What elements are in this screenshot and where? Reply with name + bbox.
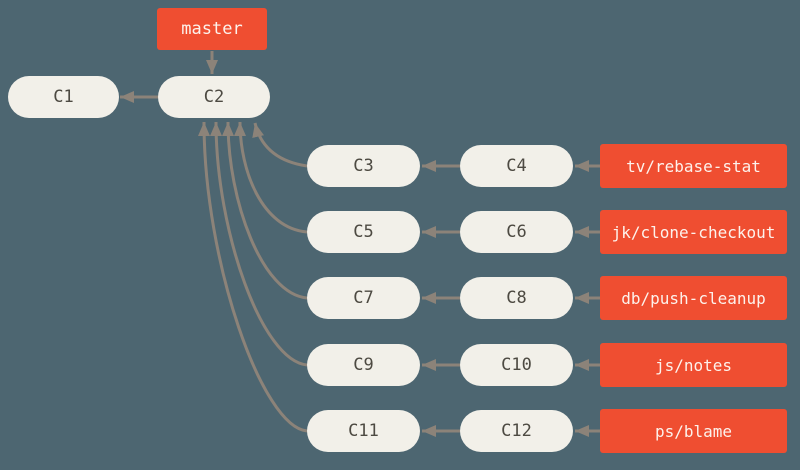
edge-c3-c2 (252, 122, 308, 168)
commit-node-c6: C6 (460, 211, 573, 253)
commit-node-c1: C1 (8, 76, 119, 118)
commit-node-c4: C4 (460, 145, 573, 187)
commit-node-c3: C3 (307, 145, 420, 187)
commit-node-c12: C12 (460, 410, 573, 452)
commit-node-c10: C10 (460, 344, 573, 386)
branch-label-master: master (157, 8, 267, 50)
commit-node-c5: C5 (307, 211, 420, 253)
commit-node-c9: C9 (307, 344, 420, 386)
branch-label-jk-clone-checkout: jk/clone-checkout (600, 210, 787, 254)
branch-label-db-push-cleanup: db/push-cleanup (600, 276, 787, 320)
edge-c11-c2 (198, 121, 308, 433)
commit-node-c8: C8 (460, 277, 573, 319)
commit-node-c11: C11 (307, 410, 420, 452)
branch-label-ps-blame: ps/blame (600, 409, 787, 453)
branch-label-tv-rebase-stat: tv/rebase-stat (600, 144, 787, 188)
commit-node-c2: C2 (158, 76, 270, 118)
commit-node-c7: C7 (307, 277, 420, 319)
branch-label-js-notes: js/notes (600, 343, 787, 387)
edge-c7-c2 (222, 121, 308, 300)
edge-c9-c2 (210, 121, 308, 367)
edge-c5-c2 (234, 121, 308, 234)
